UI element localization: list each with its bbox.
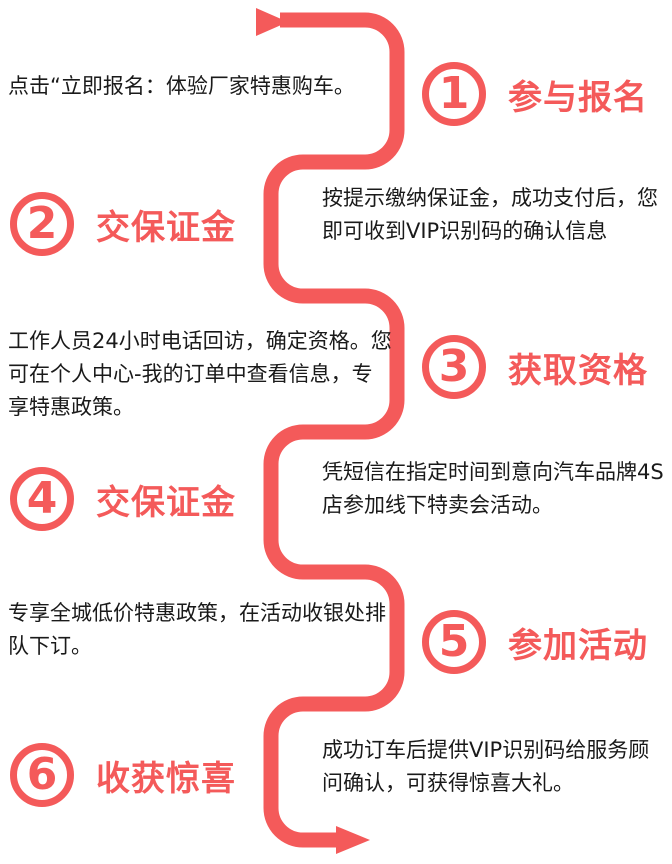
step-3-description: 工作人员24小时电话回访，确定资格。您可在个人中心-我的订单中查看信息，专享特惠… [8, 329, 392, 419]
step-4: 4 交保证金 [10, 467, 236, 531]
step-3: 3 获取资格 [422, 335, 648, 399]
step-2-title: 交保证金 [96, 207, 236, 248]
step-1-number-circle: 1 [422, 62, 486, 126]
step-1-description: 点击“立即报名：体验厂家特惠购车。 [8, 74, 355, 98]
step-5: 5 参加活动 [422, 610, 648, 674]
step-3-title: 获取资格 [508, 350, 648, 391]
step-3-number-circle: 3 [422, 335, 486, 399]
step-4-description: 凭短信在指定时间到意向汽车品牌4S店参加线下特卖会活动。 [322, 460, 664, 517]
step-6-description: 成功订车后提供VIP识别码给服务顾问确认，可获得惊喜大礼。 [322, 738, 650, 795]
serpentine-arrow-line [263, 12, 405, 848]
step-5-number-circle: 5 [422, 610, 486, 674]
step-4-number-circle: 4 [10, 467, 74, 531]
step-5-title: 参加活动 [508, 625, 648, 666]
step-2-description: 按提示缴纳保证金，成功支付后，您即可收到VIP识别码的确认信息 [322, 186, 658, 243]
step-4-title: 交保证金 [96, 482, 236, 523]
step-5-description: 专享全城低价特惠政策，在活动收银处排队下订。 [8, 601, 386, 658]
step-2-number-circle: 2 [10, 192, 74, 256]
step-6: 6 收获惊喜 [10, 743, 236, 807]
step-1: 1 参与报名 [422, 62, 648, 126]
step-1-title: 参与报名 [508, 77, 648, 118]
end-arrowhead [336, 826, 370, 854]
start-arrowhead [256, 8, 288, 36]
step-6-title: 收获惊喜 [96, 758, 236, 799]
step-2: 2 交保证金 [10, 192, 236, 256]
step-6-number-circle: 6 [10, 743, 74, 807]
